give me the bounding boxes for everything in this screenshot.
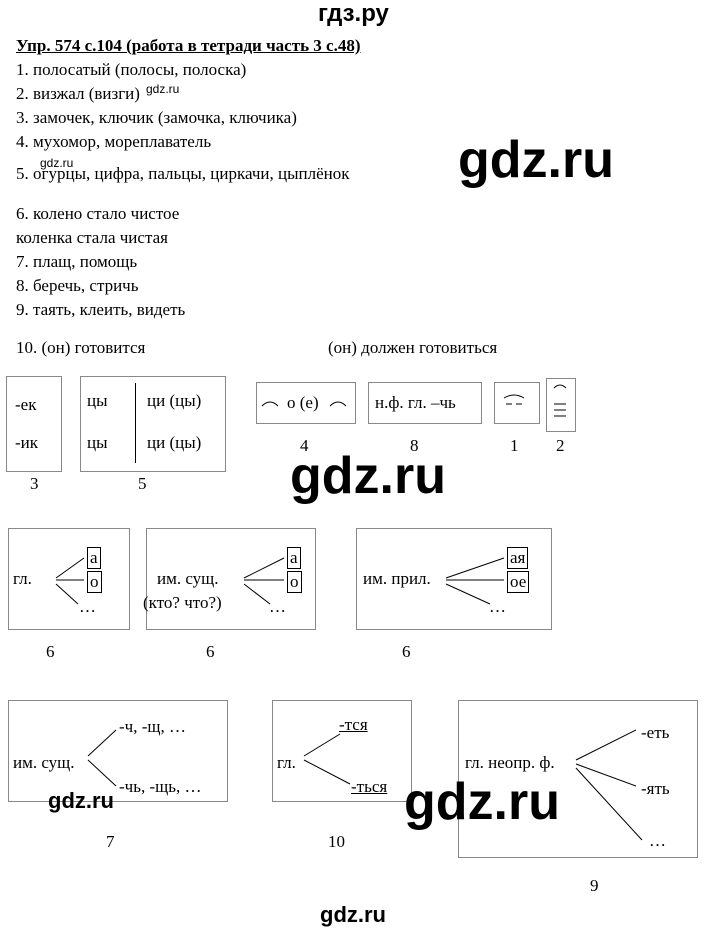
scheme-6-noun-box: им. сущ. (кто? что?) а о … xyxy=(143,528,316,630)
scheme-10-top: -тся xyxy=(339,715,368,734)
scheme-4-text: о (е) xyxy=(287,393,319,412)
scheme-6-adj-a: ая xyxy=(507,547,529,569)
watermark-small-bottom: gdz.ru xyxy=(320,902,386,927)
scheme-7-label: им. сущ. xyxy=(13,753,75,772)
line-8: 8. беречь, стричь xyxy=(16,276,139,295)
scheme-5-d: ци (цы) xyxy=(147,433,202,452)
scheme-2-box xyxy=(546,378,576,432)
scheme-6-verb-label: гл. xyxy=(13,569,32,588)
scheme-3-suffix-ik: -ик xyxy=(15,433,39,452)
scheme-6-noun-a: а xyxy=(287,547,301,569)
scheme-7-box: им. сущ. -ч, -щ, … -чь, -щь, … xyxy=(8,700,228,802)
scheme-6-adj-box: им. прил. ая ое … xyxy=(356,528,552,630)
scheme-1-caption: 1 xyxy=(510,436,519,455)
scheme-6-verb-caption: 6 xyxy=(46,642,55,661)
line-10b: (он) должен готовиться xyxy=(328,338,498,357)
scheme-3-box: -ек -ик xyxy=(6,376,62,472)
scheme-8-caption: 8 xyxy=(410,436,419,455)
scheme-6-noun-label: им. сущ. xyxy=(157,569,219,588)
scheme-7-bottom: -чь, -щь, … xyxy=(119,777,202,796)
line-10a: 10. (он) готовится xyxy=(16,338,146,357)
scheme-5-a: цы xyxy=(87,391,108,410)
scheme-6-verb-o: о xyxy=(87,571,102,593)
scheme-2-caption: 2 xyxy=(556,436,565,455)
scheme-4-caption: 4 xyxy=(300,436,309,455)
scheme-10-bottom: -ться xyxy=(351,777,388,796)
line-3: 3. замочек, ключик (замочка, ключика) xyxy=(16,108,297,127)
scheme-3-caption: 3 xyxy=(30,474,39,493)
scheme-10-label: гл. xyxy=(277,753,296,772)
scheme-8-text: н.ф. гл. –чь xyxy=(375,393,456,412)
scheme-6-noun-caption: 6 xyxy=(206,642,215,661)
line-7: 7. плащ, помощь xyxy=(16,252,138,271)
scheme-9-dots: … xyxy=(649,831,666,850)
exercise-header: Упр. 574 с.104 (работа в тетради часть 3… xyxy=(16,36,361,55)
scheme-6-adj-o: ое xyxy=(507,571,530,593)
line-1: 1. полосатый (полосы, полоска) xyxy=(16,60,247,79)
scheme-9-caption: 9 xyxy=(590,876,599,895)
scheme-5-divider xyxy=(135,383,136,463)
scheme-6-adj-caption: 6 xyxy=(402,642,411,661)
scheme-10-caption: 10 xyxy=(328,832,345,851)
scheme-5-caption: 5 xyxy=(138,474,147,493)
scheme-6-adj-dots: … xyxy=(489,597,506,616)
line-6a: 6. колено стало чистое xyxy=(16,204,180,223)
watermark-big-1: gdz.ru xyxy=(458,131,614,189)
scheme-10-box: гл. -тся -ться xyxy=(272,700,412,802)
scheme-7-top: -ч, -щ, … xyxy=(119,717,186,736)
watermark-small-1: gdz.ru xyxy=(48,788,114,813)
scheme-9-label: гл. неопр. ф. xyxy=(465,753,555,772)
line-9: 9. таять, клеить, видеть xyxy=(16,300,186,319)
scheme-9-b: -ять xyxy=(641,779,670,798)
scheme-6-verb-a: а xyxy=(87,547,101,569)
scheme-5-c: цы xyxy=(87,433,108,452)
line-4: 4. мухомор, мореплаватель xyxy=(16,132,212,151)
scheme-5-b: ци (цы) xyxy=(147,391,202,410)
scheme-6-noun-sub: (кто? что?) xyxy=(143,593,222,612)
line-6b: коленка стала чистая xyxy=(16,228,168,247)
scheme-6-noun-dots: … xyxy=(269,597,286,616)
watermark-big-2: gdz.ru xyxy=(290,447,446,505)
scheme-3-suffix-ek: -ек xyxy=(15,395,37,414)
scheme-9-a: -еть xyxy=(641,723,670,742)
scheme-6-verb-dots: … xyxy=(79,597,96,616)
line-5: 5. огурцы, цифра, пальцы, циркачи, цыплё… xyxy=(16,164,350,183)
scheme-5-box: цы ци (цы) цы ци (цы) xyxy=(80,376,226,472)
watermark-tiny-2: gdz.ru xyxy=(40,156,74,170)
watermark-big-3: gdz.ru xyxy=(404,773,560,831)
scheme-1-box xyxy=(494,382,540,424)
watermark-tiny: gdz.ru xyxy=(146,82,180,96)
scheme-8-box: н.ф. гл. –чь xyxy=(368,382,482,424)
site-title-watermark: гдз.ру xyxy=(318,0,389,27)
line-2: 2. визжал (визги) xyxy=(16,84,140,103)
scheme-6-verb-box: гл. а о … xyxy=(8,528,130,630)
scheme-4-box: о (е) xyxy=(256,382,356,424)
scheme-6-adj-label: им. прил. xyxy=(363,569,431,588)
scheme-7-caption: 7 xyxy=(106,832,115,851)
scheme-6-noun-o: о xyxy=(287,571,302,593)
